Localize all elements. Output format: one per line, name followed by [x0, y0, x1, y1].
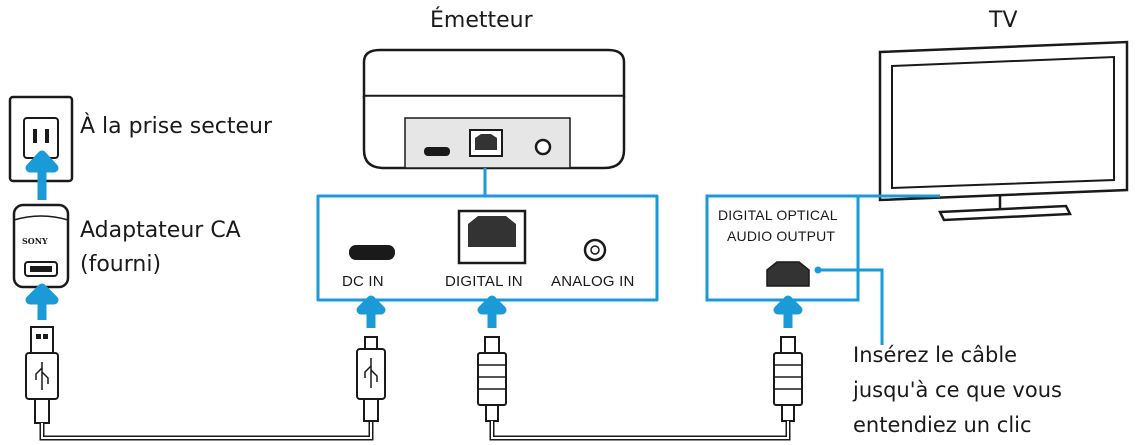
brand-logo: SONY: [22, 236, 48, 246]
transmitter-device-icon: [362, 48, 626, 170]
ac-adapter-icon: [12, 203, 70, 289]
tv-optical-port-icon: [766, 261, 822, 287]
optical-plug-right-icon: [773, 336, 803, 422]
arrow-usb-to-adapter: [25, 283, 59, 320]
note-pointer-line: [818, 268, 884, 345]
digital-in-label: DIGITAL IN: [445, 273, 523, 290]
outlet-label: À la prise secteur: [80, 114, 272, 139]
note-line-2: jusqu'à ce que vous: [853, 378, 1062, 402]
usb-a-plug-icon: [25, 326, 59, 424]
transmitter-callout: [316, 168, 659, 302]
arrow-adapter-to-outlet: [25, 150, 59, 200]
adapter-supplied-label: (fourni): [80, 252, 162, 277]
arrow-optical-to-tv-out: [773, 295, 803, 328]
optical-cable: [489, 421, 791, 441]
usb-cable: [39, 420, 374, 441]
digital-in-port-icon: [457, 209, 527, 265]
tv-port-label-line1: DIGITAL OPTICAL: [718, 207, 838, 223]
dc-in-label: DC IN: [342, 273, 384, 290]
note-line-1: Insérez le câble: [853, 343, 1018, 367]
micro-usb-plug-icon: [356, 336, 386, 422]
arrow-optical-to-digital-in: [477, 295, 507, 328]
dc-in-port-icon: [349, 245, 395, 260]
tv-icon: [878, 40, 1129, 222]
analog-in-label: ANALOG IN: [551, 273, 635, 290]
optical-plug-left-icon: [477, 336, 507, 422]
arrow-micro-usb-to-dc-in: [356, 295, 386, 328]
tv-label: TV: [989, 8, 1018, 33]
wall-outlet-icon: [8, 95, 74, 183]
tv-port-label-line2: AUDIO OUTPUT: [727, 228, 836, 244]
transmitter-label: Émetteur: [430, 8, 533, 33]
analog-in-port-icon: [583, 238, 607, 262]
note-line-3: entendiez un clic: [853, 413, 1032, 437]
adapter-label: Adaptateur CA: [80, 218, 241, 243]
